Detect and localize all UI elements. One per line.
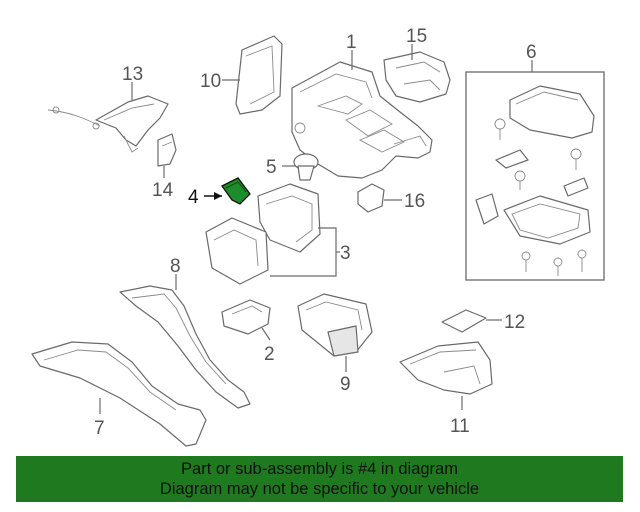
callout-3[interactable]: 3 xyxy=(340,243,351,264)
callout-16[interactable]: 16 xyxy=(404,191,425,212)
callout-6[interactable]: 6 xyxy=(526,42,537,63)
callout-4[interactable]: 4 xyxy=(188,187,199,208)
callout-10[interactable]: 10 xyxy=(200,71,221,92)
part-11-rear-tray[interactable] xyxy=(399,341,493,395)
notice-banner: Part or sub-assembly is #4 in diagram Di… xyxy=(16,456,623,502)
callout-8[interactable]: 8 xyxy=(170,256,181,277)
part-8-long-trim[interactable] xyxy=(119,285,251,409)
callout-12[interactable]: 12 xyxy=(504,312,525,333)
part-13-brake-lever[interactable] xyxy=(47,95,169,153)
banner-line-disclaimer: Diagram may not be specific to your vehi… xyxy=(159,480,480,498)
part-15-cover[interactable] xyxy=(383,51,451,103)
callout-7[interactable]: 7 xyxy=(94,418,105,439)
part-6-armrest-kit[interactable] xyxy=(465,71,605,281)
part-7-lower-trim[interactable] xyxy=(31,341,207,447)
callout-1[interactable]: 1 xyxy=(346,32,357,53)
part-3-inner-bracket[interactable] xyxy=(205,183,321,285)
callout-14[interactable]: 14 xyxy=(152,180,174,201)
callout-13[interactable]: 13 xyxy=(122,64,143,85)
callout-11[interactable]: 11 xyxy=(450,416,470,437)
part-10-side-panel[interactable] xyxy=(235,35,283,115)
callout-9[interactable]: 9 xyxy=(340,374,351,395)
part-2-small-bracket[interactable] xyxy=(221,299,271,335)
part-12-mat[interactable] xyxy=(441,309,487,333)
part-9-storage-bin[interactable] xyxy=(297,293,373,357)
banner-line-part-info: Part or sub-assembly is #4 in diagram xyxy=(181,460,458,478)
leader-4-arrowhead xyxy=(214,192,222,200)
part-4-highlighted-switch[interactable] xyxy=(221,177,251,205)
callout-2[interactable]: 2 xyxy=(264,344,275,365)
callout-5[interactable]: 5 xyxy=(266,157,277,178)
part-16-clip[interactable] xyxy=(357,183,385,213)
part-5-knob[interactable] xyxy=(293,153,319,181)
leader-2 xyxy=(261,327,271,341)
part-14-bracket[interactable] xyxy=(157,133,177,167)
callout-15[interactable]: 15 xyxy=(406,26,427,47)
